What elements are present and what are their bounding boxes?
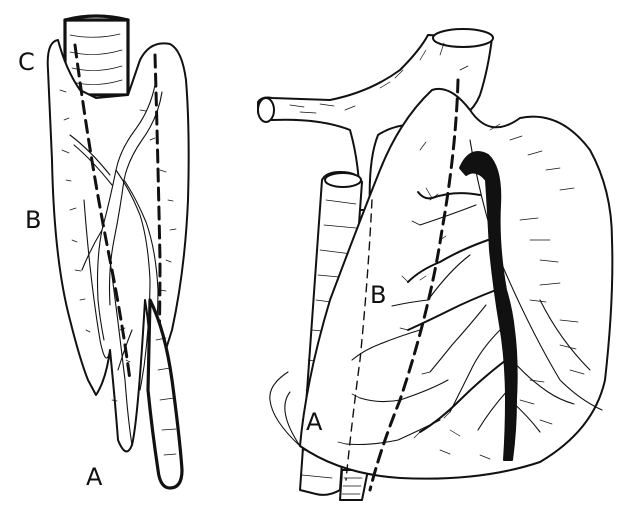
right-center-tube <box>340 470 368 500</box>
right-label-a: A <box>306 408 323 436</box>
right-label-b: B <box>370 281 386 309</box>
right-side-structure <box>270 372 300 446</box>
left-label-c: C <box>18 48 35 76</box>
right-specimen: B A <box>258 29 612 500</box>
right-lung-lobe <box>300 89 612 479</box>
left-label-a: A <box>86 463 103 491</box>
left-label-b: B <box>25 206 41 234</box>
left-specimen: C B A <box>18 16 189 491</box>
